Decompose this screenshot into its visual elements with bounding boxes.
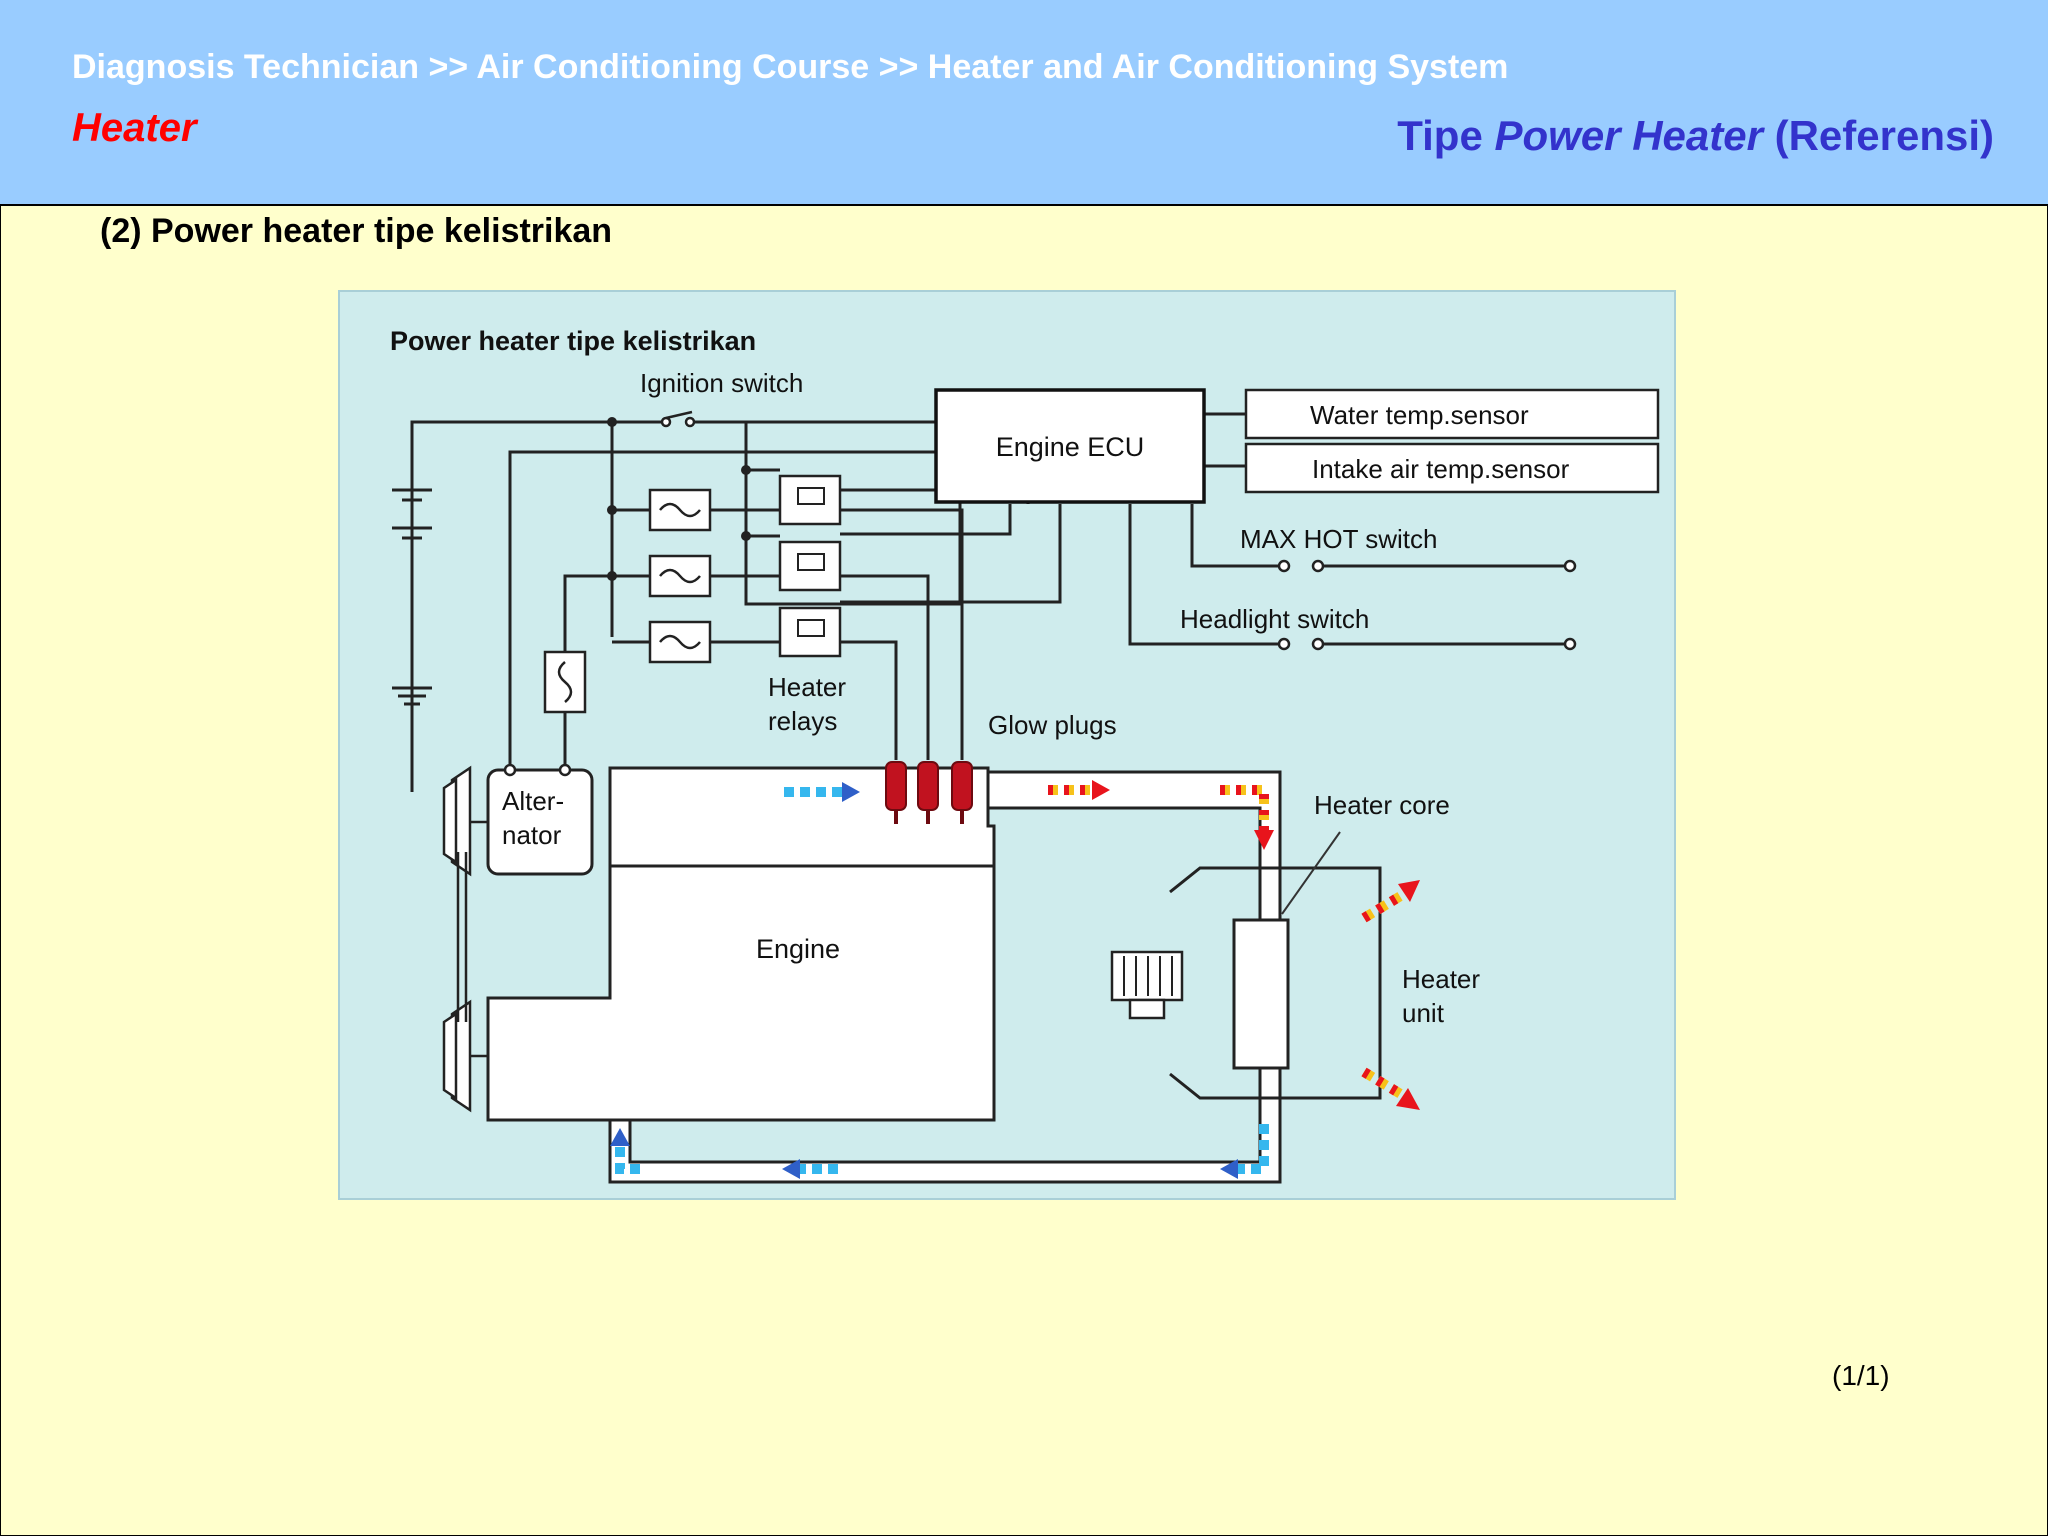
alternator-label-1: Alter-: [502, 786, 564, 816]
page-title-prefix: Tipe: [1397, 112, 1495, 159]
breadcrumb: Diagnosis Technician >> Air Conditioning…: [72, 48, 1509, 86]
engine-ecu-label: Engine ECU: [996, 432, 1145, 462]
headlight-switch-symbol: [1277, 637, 1577, 651]
heater-core-label: Heater core: [1314, 790, 1450, 820]
page-number: (1/1): [1832, 1360, 1890, 1391]
heater-unit-label-1: Heater: [1402, 964, 1480, 994]
page-title-suffix: (Referensi): [1762, 112, 1994, 159]
ignition-switch-label: Ignition switch: [640, 368, 803, 398]
heater-unit-label-2: unit: [1402, 998, 1445, 1028]
max-hot-switch-label: MAX HOT switch: [1240, 524, 1437, 554]
headlight-switch-label: Headlight switch: [1180, 604, 1369, 634]
page-title-italic: Power Heater: [1494, 112, 1763, 159]
intake-air-temp-sensor-label: Intake air temp.sensor: [1312, 454, 1570, 484]
battery-symbol: [392, 488, 432, 706]
water-temp-sensor-label: Water temp.sensor: [1310, 400, 1529, 430]
diagram-title: Power heater tipe kelistrikan: [390, 326, 756, 356]
header-bar: Diagnosis Technician >> Air Conditioning…: [0, 0, 2048, 206]
max-hot-switch-symbol: [1277, 559, 1577, 573]
alternator-label-2: nator: [502, 820, 562, 850]
pulleys-belt: [442, 765, 488, 1113]
glow-plugs: [885, 761, 973, 824]
heater-relays: [778, 474, 842, 658]
heater-core: [1232, 918, 1290, 1070]
page-title: Tipe Power Heater (Referensi): [1397, 112, 1994, 160]
hot-flow-arrows: [1048, 780, 1420, 1110]
fuse-links: [557, 502, 701, 703]
junction-dots: [607, 417, 751, 581]
slide-subtitle: (2) Power heater tipe kelistrikan: [100, 212, 613, 250]
intake-air-temp-sensor-box: [1244, 442, 1660, 494]
section-title: Heater: [72, 106, 197, 150]
water-temp-sensor-box: [1244, 388, 1660, 440]
heater-unit: [1110, 831, 1382, 1100]
glow-plugs-label: Glow plugs: [988, 710, 1117, 740]
engine-label: Engine: [756, 934, 840, 964]
cold-flow-arrows: [610, 782, 1269, 1179]
fuses: [543, 488, 712, 714]
heater-relays-label-1: Heater: [768, 672, 846, 702]
wiring: [410, 412, 1566, 792]
power-heater-diagram: Power heater tipe kelistrikan: [338, 290, 1676, 1200]
engine-ecu-box: [934, 388, 1206, 504]
ignition-switch-symbol: [660, 410, 696, 428]
engine-block: [486, 766, 996, 1122]
heater-relays-label-2: relays: [768, 706, 837, 736]
diagram-svg: Power heater tipe kelistrikan: [390, 326, 1660, 1184]
